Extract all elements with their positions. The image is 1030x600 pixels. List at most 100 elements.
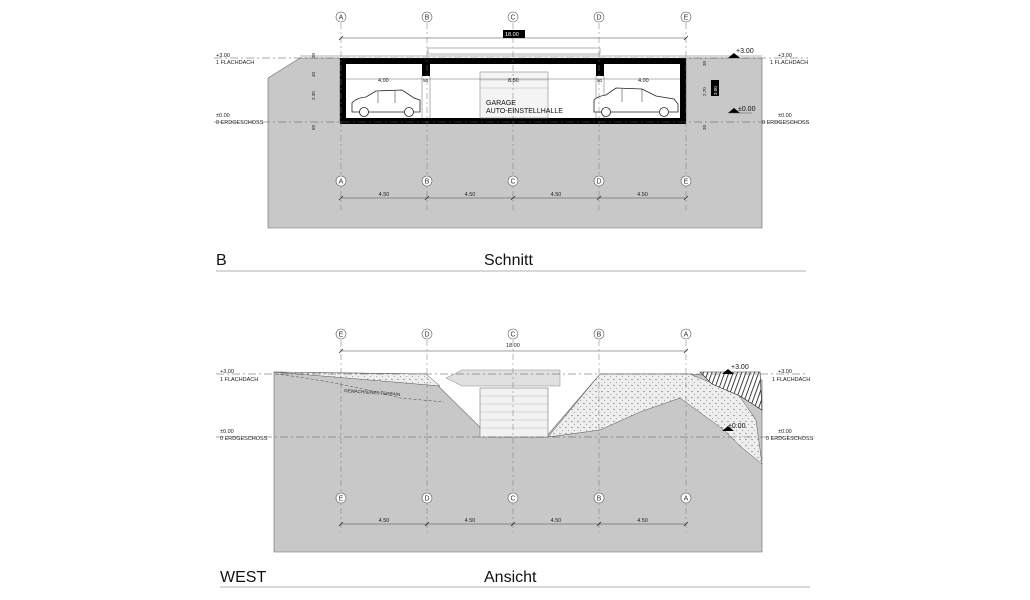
elevation-level-base-left-value: ±0.00: [220, 429, 234, 435]
section-axis-bubble-top: [680, 11, 692, 23]
elevation-retaining-wall: [699, 371, 763, 411]
section-axis-label-bottom: B: [425, 178, 430, 185]
section-room-label-1: GARAGE: [486, 100, 516, 107]
elevation-axis-label-bottom: B: [597, 495, 602, 502]
elevation-axis-label-top: D: [424, 331, 429, 338]
section-axis-bubble-bottom: [335, 175, 347, 187]
elevation-axis-bubble-bottom: [507, 492, 519, 504]
elevation-dim-tick: [683, 521, 689, 527]
section-dim-tick: [510, 195, 516, 201]
section-marker-base: ±0.00: [738, 106, 756, 113]
section-marker-top: +3.00: [736, 48, 754, 55]
section-code: B: [216, 252, 227, 269]
section-dim-tick: [338, 195, 344, 201]
section-level-base-left-value: ±0.00: [216, 113, 230, 119]
section-post-left: [422, 64, 430, 76]
elevation-bay-dim-1: 4.50: [379, 518, 390, 524]
elevation-terrain-label: GEWACHSENES TERRAIN: [344, 388, 400, 397]
section-bay-dim-1: 4.50: [379, 192, 390, 198]
elevation-dim-tick: [510, 521, 516, 527]
section-post-right: [596, 64, 604, 76]
elevation-level-top-right-value: +3.00: [778, 369, 792, 375]
elevation-code: WEST: [220, 569, 266, 586]
elevation-level-base-left-name: 0 ERDGESCHOSS: [220, 436, 268, 442]
section-dim-tick: [596, 195, 602, 201]
section-level-base-right-value: ±0.00: [778, 113, 792, 119]
elevation-drawing: [216, 369, 808, 553]
section-axis-label-top: B: [425, 14, 430, 21]
section-room-dim-1: 4.00: [378, 78, 389, 84]
section-left-height-3: 2.30: [311, 91, 316, 100]
section-drawing: [214, 47, 808, 229]
section-total-dim: 18.00: [505, 32, 519, 38]
elevation-axis-label-top: B: [597, 331, 602, 338]
elevation-level-top-left-name: 1 FLACHDACH: [220, 377, 258, 383]
elevation-marker-top: +3.00: [731, 364, 749, 371]
elevation-axis-bubble-bottom: [421, 492, 433, 504]
elevation-axis-bubble-top: [507, 328, 519, 340]
section-left-height-1: 30: [311, 52, 316, 58]
elevation-bay-dim-3: 4.50: [551, 518, 562, 524]
section-right-height-2: 2.70: [702, 87, 707, 96]
elevation-terrain-left: [273, 371, 441, 387]
section-axis-bubble-bottom: [593, 175, 605, 187]
elevation-axis-label-bottom: E: [339, 495, 344, 502]
elevation-bay-dim-4: 4.50: [637, 518, 648, 524]
section-post-dim-1: 50: [423, 78, 429, 83]
section-level-top-right-name: 1 FLACHDACH: [770, 60, 808, 66]
elevation-total-dim: 18.00: [506, 343, 520, 349]
section-car-right: [593, 87, 679, 117]
elevation-axis-bubble-top: [335, 328, 347, 340]
elevation-garage-door: [479, 387, 549, 438]
section-axis-bubble-top: [421, 11, 433, 23]
section-left-height-2: 40: [311, 71, 316, 77]
elevation-axis-bubble-bottom: [593, 492, 605, 504]
elevation-bay-dim-2: 4.50: [465, 518, 476, 524]
section-post-dim-2: 50: [597, 78, 603, 83]
section-axis-bubble-top: [335, 11, 347, 23]
elevation-dim-tick: [596, 521, 602, 527]
section-axis-bubble-bottom: [507, 175, 519, 187]
section-room-label-2: AUTO-EINSTELLHALLE: [486, 108, 563, 115]
elevation-level-top-right-name: 1 FLACHDACH: [772, 377, 810, 383]
section-room-dim-2: 8.50: [508, 78, 519, 84]
elevation-axis-label-bottom: C: [510, 495, 515, 502]
elevation-level-base-right-name: 0 ERDGESCHOSS: [766, 436, 814, 442]
section-level-top-left-name: 1 FLACHDACH: [216, 60, 254, 66]
elevation-axis-label-top: E: [339, 331, 344, 338]
section-axis-label-bottom: A: [339, 178, 344, 185]
elevation-dim-tick: [424, 521, 430, 527]
section-axis-bubble-top: [593, 11, 605, 23]
elevation-axis-bubble-top: [593, 328, 605, 340]
elevation-axis-bubble-top: [680, 328, 692, 340]
section-level-base-left-name: 0 ERDGESCHOSS: [216, 120, 264, 126]
section-axis-label-bottom: C: [510, 178, 515, 185]
section-total-dim-tick: [338, 35, 344, 41]
section-title: Schnitt: [484, 252, 533, 269]
section-axis-label-top: E: [684, 14, 689, 21]
section-axis-bubble-bottom: [680, 175, 692, 187]
section-left-height-4: 50: [311, 124, 316, 130]
elevation-total-dim-tick: [338, 348, 344, 354]
section-level-top-left-value: +3.00: [216, 53, 230, 59]
section-level-top-right-value: +3.00: [778, 53, 792, 59]
elevation-axis-label-bottom: A: [684, 495, 689, 502]
elevation-marker-base: ±0.00: [728, 423, 746, 430]
elevation-axis-label-top: A: [684, 331, 689, 338]
section-axis-bubble-top: [507, 11, 519, 23]
section-right-big-height: 3.00: [713, 86, 718, 95]
section-axis-bubble-bottom: [421, 175, 433, 187]
elevation-title: Ansicht: [484, 569, 537, 586]
elevation-level-base-right-value: ±0.00: [778, 429, 792, 435]
section-level-base-right-name: 0 ERDGESCHOSS: [762, 120, 810, 126]
elevation-total-dim-tick: [683, 348, 689, 354]
section-right-height-3: 30: [702, 124, 707, 130]
section-axis-label-bottom: E: [684, 178, 689, 185]
section-bay-dim-4: 4.50: [637, 192, 648, 198]
elevation-axis-label-top: C: [510, 331, 515, 338]
elevation-dim-tick: [338, 521, 344, 527]
elevation-axis-bubble-top: [421, 328, 433, 340]
section-dim-tick: [424, 195, 430, 201]
